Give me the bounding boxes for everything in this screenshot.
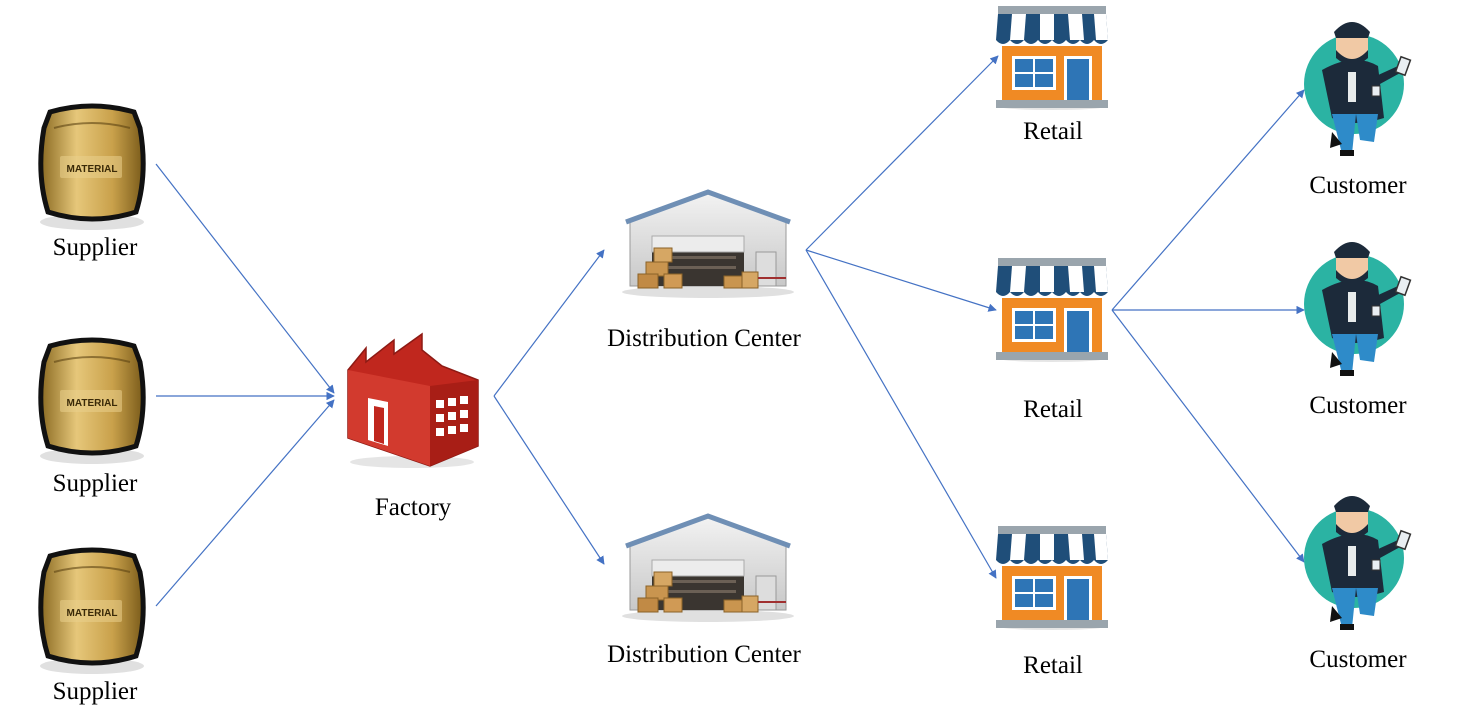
connectors — [155, 55, 1305, 607]
arrow-dc1-retail2 — [805, 249, 997, 312]
supplier-label: Supplier — [52, 234, 138, 261]
arrow-factory-dc1 — [493, 249, 605, 397]
customer-icon — [1303, 241, 1412, 377]
retail-label: Retail — [1023, 396, 1083, 423]
supplier-label: Supplier — [52, 678, 138, 705]
store-icon — [996, 526, 1108, 630]
distribution-center-label: Distribution Center — [607, 325, 801, 352]
customer-icon — [1303, 495, 1412, 631]
retail-label: Retail — [1023, 118, 1083, 145]
bag-text: MATERIAL — [67, 398, 118, 409]
supplier-label: Supplier — [52, 470, 138, 497]
retail-label: Retail — [1023, 652, 1083, 679]
arrow-supplier3-factory — [155, 399, 335, 607]
distribution-center-label: Distribution Center — [607, 641, 801, 668]
arrow-dc1-retail3 — [805, 249, 997, 579]
material-bag-icon: MATERIAL — [40, 106, 144, 230]
arrow-retail2-customer1 — [1111, 89, 1305, 311]
store-icon — [996, 6, 1108, 110]
warehouse-icon — [622, 516, 794, 622]
factory-label: Factory — [374, 494, 452, 521]
arrow-factory-dc2 — [493, 395, 605, 565]
warehouse-icon — [622, 192, 794, 298]
material-bag-icon: MATERIAL — [40, 550, 144, 674]
store-icon — [996, 258, 1108, 362]
bag-text: MATERIAL — [67, 164, 118, 175]
arrow-dc1-retail1 — [805, 55, 999, 251]
bag-text: MATERIAL — [67, 608, 118, 619]
arrow-supplier1-factory — [155, 163, 335, 394]
arrow-retail2-customer3 — [1111, 309, 1305, 563]
customer-label: Customer — [1309, 172, 1407, 199]
customer-label: Customer — [1309, 392, 1407, 419]
material-bag-icon: MATERIAL — [40, 340, 144, 464]
customer-icon — [1303, 21, 1412, 157]
factory-icon — [347, 333, 479, 469]
customer-label: Customer — [1309, 646, 1407, 673]
